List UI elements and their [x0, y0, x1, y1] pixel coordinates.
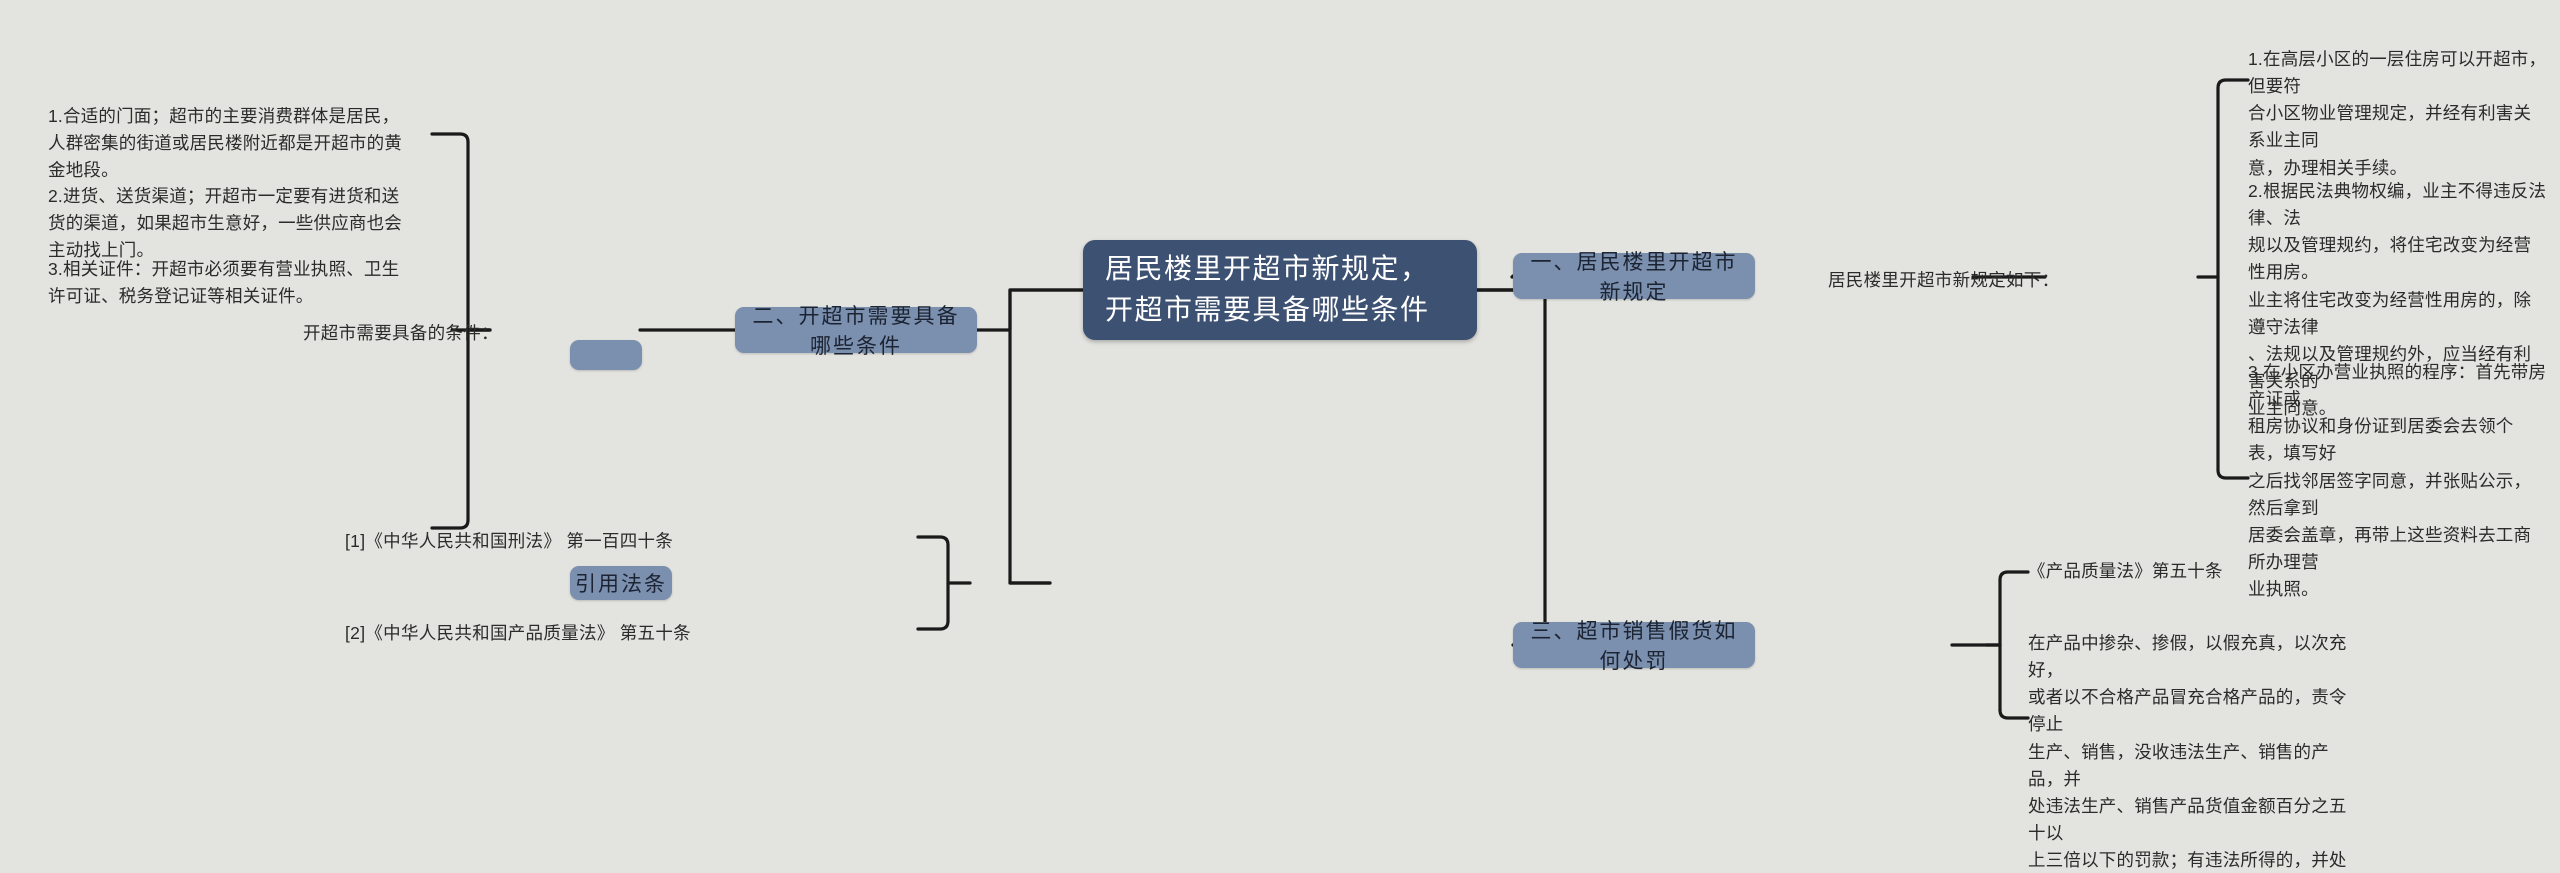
- laws-node-label: 引用法条: [575, 573, 667, 596]
- branch-one-intro-label: 居民楼里开超市新规定如下：: [1828, 270, 2060, 290]
- law-citation-item-1: [1]《中华人民共和国刑法》 第一百四十条: [345, 531, 674, 551]
- branch-two-item-1: 1.合适的门面；超市的主要消费群体是居民， 人群密集的街道或居民楼附近都是开超市…: [48, 106, 402, 181]
- branch-one-item-3: 3.在小区办营业执照的程序：首先带房产证或 租房协议和身份证到居委会去领个表，填…: [2248, 362, 2547, 599]
- laws-node[interactable]: [570, 340, 642, 370]
- branch-node-two[interactable]: 二、开超市需要具备哪些条件: [735, 305, 977, 358]
- branch-node-three[interactable]: 三、超市销售假货如何处罚: [1513, 620, 1755, 673]
- branch-one-item-2: 2.根据民法典物权编，业主不得违反法律、法 规以及管理规约，将住宅改变为经营性用…: [2248, 181, 2547, 418]
- branch-node-two-label: 二、开超市需要具备哪些条件: [752, 305, 960, 358]
- law-citation-item-2: [2]《中华人民共和国产品质量法》 第五十条: [345, 623, 691, 643]
- branch-two-intro-label: 开超市需要具备的条件：: [303, 323, 499, 343]
- branch-one-item-1: 1.在高层小区的一层住房可以开超市，但要符 合小区物业管理规定，并经有利害关系业…: [2248, 49, 2547, 178]
- branch-node-one-label: 一、居民楼里开超市新规定: [1530, 251, 1738, 304]
- central-topic-line-1: 居民楼里开超市新规定，: [1105, 253, 1430, 285]
- branch-node-one[interactable]: 一、居民楼里开超市新规定: [1513, 251, 1755, 304]
- branch-node-three-label: 三、超市销售假货如何处罚: [1530, 620, 1738, 673]
- branch-three-law-text: 在产品中掺杂、掺假，以假充真，以次充好， 或者以不合格产品冒充合格产品的，责令停…: [2028, 633, 2347, 870]
- laws-node-box[interactable]: 引用法条: [570, 566, 672, 600]
- branch-two-item-2: 2.进货、送货渠道；开超市一定要有进货和送 货的渠道，如果超市生意好，一些供应商…: [48, 186, 402, 261]
- central-topic-line-2: 开超市需要具备哪些条件: [1105, 294, 1430, 325]
- central-topic-node[interactable]: 居民楼里开超市新规定， 开超市需要具备哪些条件: [1083, 240, 1477, 340]
- branch-two-item-3: 3.相关证件：开超市必须要有营业执照、卫生 许可证、税务登记证等相关证件。: [48, 259, 400, 307]
- branch-three-law-title: 《产品质量法》第五十条: [2028, 561, 2223, 581]
